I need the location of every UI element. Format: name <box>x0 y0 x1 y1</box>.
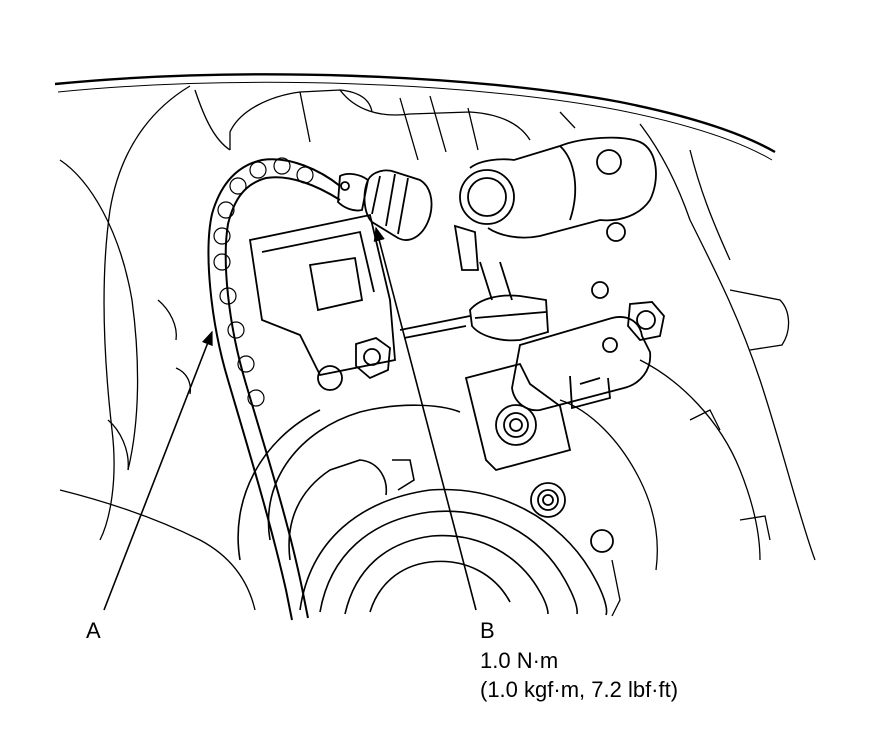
leader-line-a <box>103 330 213 611</box>
callout-b-torque-metric: 1.0 N·m <box>480 648 559 673</box>
engine-block-contours <box>229 89 816 561</box>
sensor-b-body <box>337 169 433 241</box>
wire-harness-a <box>207 157 341 621</box>
bolts <box>317 301 665 553</box>
hood-edge <box>54 73 776 154</box>
central-bracket <box>248 213 396 377</box>
callout-b-torque-imperial: (1.0 kgf·m, 7.2 lbf·ft) <box>480 677 679 702</box>
left-bay-contours <box>59 85 256 611</box>
right-housing-contours <box>559 359 771 617</box>
hood-edge-inner <box>57 81 773 161</box>
callout-a-label: A <box>86 618 101 643</box>
leader-line-b <box>373 226 477 611</box>
tensioner-bracket <box>399 261 652 472</box>
alternator-pulley <box>237 404 608 616</box>
cam-housing <box>453 136 657 299</box>
callout-b-label: B <box>480 618 495 643</box>
